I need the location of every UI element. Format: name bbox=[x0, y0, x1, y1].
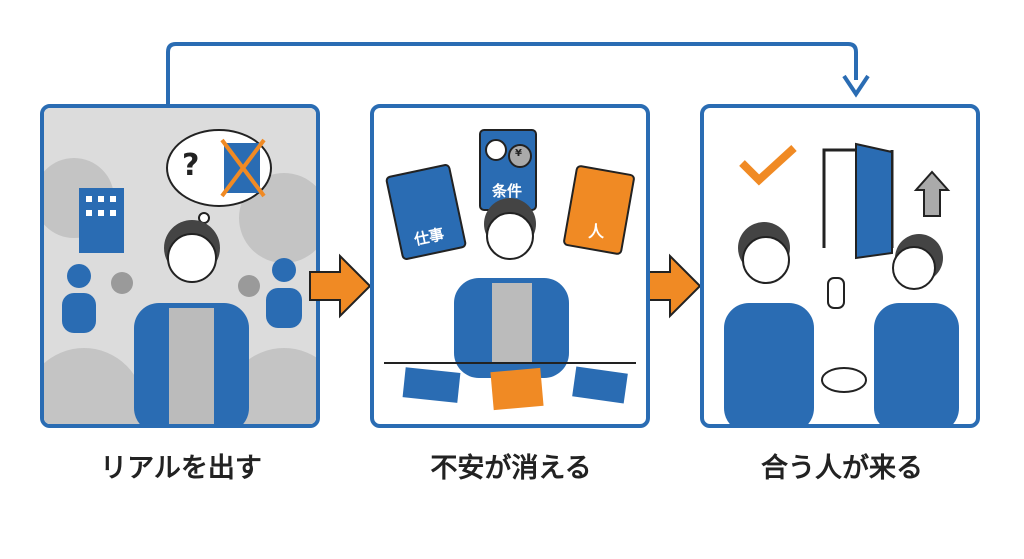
crowd-icon bbox=[62, 258, 302, 333]
fog-scene-illustration bbox=[44, 108, 316, 424]
arrow-right-icon bbox=[309, 253, 372, 319]
caption-step-2: 不安が消える bbox=[430, 453, 592, 484]
desk-scene-illustration bbox=[384, 129, 636, 411]
handshake-scene-illustration bbox=[724, 142, 959, 424]
person-right bbox=[892, 246, 936, 290]
card-conditions-label: 条件 bbox=[492, 182, 523, 200]
panel-real: ? bbox=[40, 104, 320, 428]
panel-match bbox=[700, 104, 980, 428]
caption-step-1: リアルを出す bbox=[100, 453, 262, 484]
person-smiling bbox=[486, 212, 534, 260]
handshake-icon bbox=[821, 367, 867, 393]
arrow-up-icon bbox=[913, 170, 951, 217]
card-people bbox=[563, 165, 635, 255]
question-mark: ? bbox=[182, 148, 200, 183]
card-people-label: 人 bbox=[588, 222, 605, 241]
door-icon bbox=[855, 142, 893, 260]
cross-icon bbox=[220, 138, 266, 198]
panel-relief: 仕事 条件 ¥ 人 bbox=[370, 104, 650, 428]
person-worried bbox=[167, 233, 217, 283]
person-left bbox=[742, 236, 790, 284]
checkmark-icon bbox=[739, 145, 797, 186]
clock-icon bbox=[485, 139, 507, 161]
card-work bbox=[385, 164, 467, 260]
thumbs-up-icon bbox=[827, 277, 845, 309]
money-bag-icon bbox=[508, 144, 532, 168]
yen-sign: ¥ bbox=[515, 148, 522, 159]
caption-step-3: 合う人が来る bbox=[761, 453, 923, 484]
